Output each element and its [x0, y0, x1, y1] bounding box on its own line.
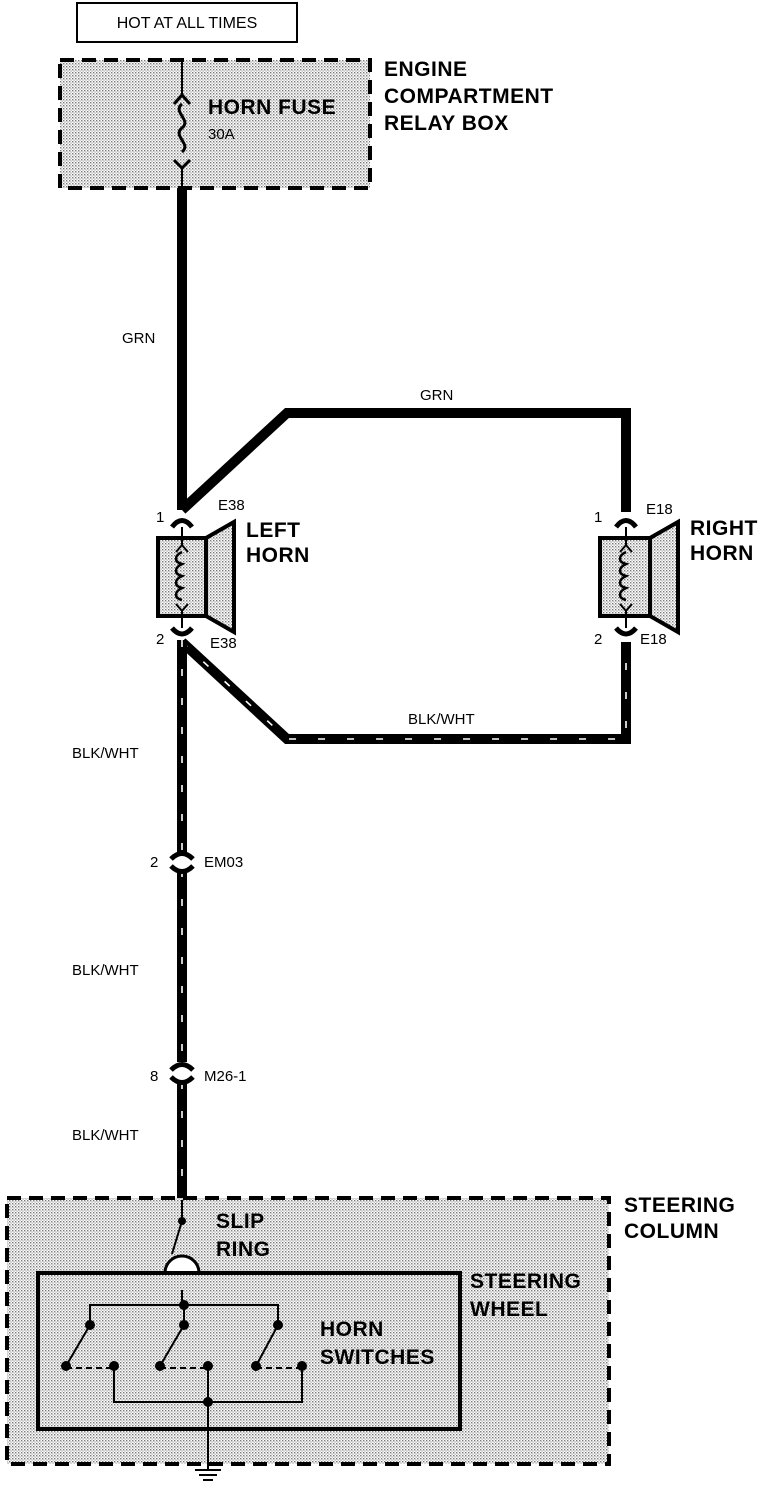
relay-box-title-line-3: RELAY BOX: [384, 112, 509, 135]
grn-feed-wire: [177, 188, 631, 514]
right-horn-connector-bottom: E18: [640, 631, 667, 648]
right-horn-connector-top: E18: [646, 501, 673, 518]
right-horn-label-line-1: RIGHT: [690, 517, 758, 540]
horn-switches: [61, 1290, 307, 1464]
slip-ring-label-line-1: SLIP: [216, 1210, 265, 1233]
right-horn: [598, 518, 680, 637]
horn-fuse-symbol: [172, 62, 192, 188]
wire-label-blk-wht-em03: BLK/WHT: [72, 962, 139, 979]
relay-box-title-line-1: ENGINE: [384, 58, 468, 81]
connector-m26-1-name: M26-1: [204, 1068, 247, 1085]
right-horn-pin-bottom: 2: [594, 631, 602, 648]
steering-wheel-label-line-2: WHEEL: [470, 1298, 548, 1321]
blk-wht-return-wire: [177, 638, 631, 1198]
horn-fuse-rating: 30A: [208, 126, 235, 143]
connector-em03: [169, 851, 195, 874]
steering-wheel-label-line-1: STEERING: [470, 1270, 581, 1293]
wire-label-blk-wht-m26: BLK/WHT: [72, 1127, 139, 1144]
slip-ring-label-line-2: RING: [216, 1238, 271, 1261]
left-horn-connector-bottom: E38: [210, 635, 237, 652]
supply-label-box: HOT AT ALL TIMES: [76, 2, 298, 43]
left-horn-connector-top: E38: [218, 497, 245, 514]
left-horn-pin-bottom: 2: [156, 631, 164, 648]
horn-switches-label-line-1: HORN: [320, 1318, 384, 1341]
left-horn-pin-top: 1: [156, 509, 164, 526]
left-horn-label-line-1: LEFT: [246, 519, 301, 542]
wire-label-grn-right: GRN: [420, 387, 453, 404]
wire-label-blk-wht-return: BLK/WHT: [72, 745, 139, 762]
connector-m26-1: [169, 1062, 195, 1085]
connector-em03-pin: 2: [150, 854, 158, 871]
connector-em03-name: EM03: [204, 854, 243, 871]
right-horn-pin-top: 1: [594, 509, 602, 526]
wire-label-blk-wht-branch: BLK/WHT: [408, 711, 475, 728]
left-horn-label-line-2: HORN: [246, 544, 310, 567]
steering-column: STEERING COLUMN SLIP RING STEERING WHEEL: [5, 1194, 735, 1466]
relay-box-title-line-2: COMPARTMENT: [384, 85, 554, 108]
right-horn-label-line-2: HORN: [690, 542, 754, 565]
horn-switches-label-line-2: SWITCHES: [320, 1346, 435, 1369]
connector-m26-1-pin: 8: [150, 1068, 158, 1085]
steering-column-title-line-1: STEERING: [624, 1194, 735, 1217]
steering-column-title-line-2: COLUMN: [624, 1220, 719, 1243]
wire-label-grn-feed: GRN: [122, 330, 155, 347]
relay-box: ENGINE COMPARTMENT RELAY BOX HORN FUSE 3…: [58, 58, 554, 190]
ground-icon: [195, 1464, 221, 1481]
horn-fuse-label: HORN FUSE: [208, 96, 336, 119]
supply-label: HOT AT ALL TIMES: [117, 15, 258, 32]
left-horn: [156, 518, 236, 637]
